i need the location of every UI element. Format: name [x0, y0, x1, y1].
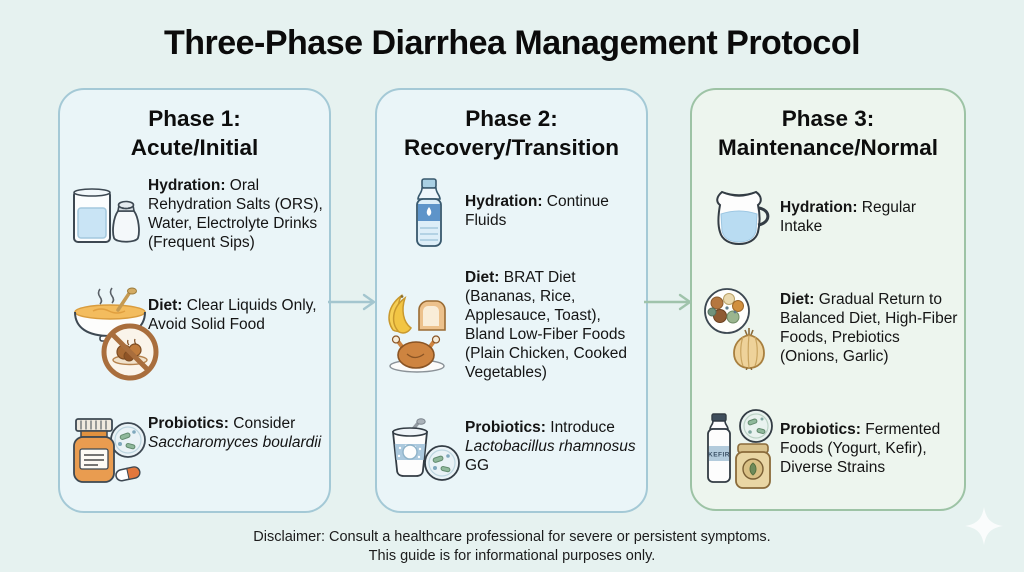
phase-3-title: Phase 3: Maintenance/Normal — [692, 104, 964, 162]
phase-3-diet-section: Diet: Gradual Return to Balanced Diet, H… — [700, 282, 958, 375]
hydration-label: Hydration: — [148, 177, 226, 194]
diet-label: Diet: — [780, 291, 815, 308]
water-glass-icon — [73, 188, 140, 243]
phase-1-probiotics-section: Probiotics: Consider Saccharomyces boula… — [68, 408, 326, 491]
probiotics-label: Probiotics: — [148, 415, 229, 432]
ferment-jar-icon — [735, 443, 771, 489]
probiotics-label: Probiotics: — [780, 421, 861, 438]
toast-icon — [418, 300, 446, 331]
phase-3-probiotics-icons: KEFIR — [700, 406, 774, 495]
phase-1-hydration-icons — [68, 176, 142, 253]
phase-2-diet-section: Diet: BRAT Diet (Bananas, Rice, Applesau… — [385, 262, 643, 382]
disclaimer-line2: This guide is for informational purposes… — [368, 547, 656, 564]
phase-3-title-line1: Phase 3: — [781, 106, 875, 131]
yogurt-cup-icon — [392, 418, 460, 481]
disclaimer: Disclaimer: Consult a healthcare profess… — [0, 528, 1024, 565]
arrow-right-icon — [328, 293, 376, 311]
water-pitcher-icon — [716, 190, 770, 246]
bananas-icon — [388, 293, 412, 334]
phase-2-hydration-text: Hydration: Continue Fluids — [465, 193, 609, 229]
fermented-foods-icon: KEFIR — [707, 409, 773, 489]
phase-2-hydration-icons — [385, 176, 459, 253]
phase-1-title-line2: Acute/Initial — [130, 135, 259, 160]
phase-3-hydration-icons — [700, 182, 774, 253]
capsule-icon — [115, 466, 141, 482]
no-solid-food-icon — [101, 323, 159, 381]
salt-shaker-icon — [112, 200, 140, 243]
phase-2-hydration-section: Hydration: Continue Fluids — [385, 176, 643, 253]
phase-1-probiotics-icons — [68, 408, 146, 491]
phase-1-card: Phase 1: Acute/Initial Hydration: Oral R… — [58, 88, 331, 513]
hydration-label: Hydration: — [465, 193, 543, 210]
phase-2-probiotics-icons — [385, 410, 460, 487]
petri-dish-icon — [739, 409, 773, 443]
phase-2-diet-icons — [385, 262, 459, 379]
phase-3-probiotics-text: Probiotics: Fermented Foods (Yogurt, Kef… — [780, 421, 941, 476]
pill-bottle-icon — [73, 418, 146, 483]
phase-1-title: Phase 1: Acute/Initial — [60, 104, 329, 162]
phase-1-diet-text: Diet: Clear Liquids Only, Avoid Solid Fo… — [148, 297, 317, 333]
food-bowl-icon — [704, 288, 765, 372]
phase-1-title-line1: Phase 1: — [148, 106, 241, 131]
brat-foods-icon — [388, 293, 446, 373]
diet-label: Diet: — [148, 297, 183, 314]
phase-2-probiotics-section: Probiotics: Introduce Lactobacillus rham… — [385, 410, 643, 487]
phase-3-diet-icons — [700, 282, 774, 375]
petri-dish-icon — [424, 445, 460, 481]
phase-2-probiotics-text: Probiotics: Introduce Lactobacillus rham… — [465, 419, 636, 474]
page-title: Three-Phase Diarrhea Management Protocol — [163, 24, 861, 62]
phase-2-diet-text: Diet: BRAT Diet (Bananas, Rice, Applesau… — [465, 269, 627, 381]
phase-1-probiotics-text: Probiotics: Consider Saccharomyces boula… — [148, 415, 322, 451]
phase-1-hydration-section: Hydration: Oral Rehydration Salts (ORS),… — [68, 176, 326, 253]
phase-2-title: Phase 2: Recovery/Transition — [377, 104, 646, 162]
disclaimer-line1: Disclaimer: Consult a healthcare profess… — [253, 529, 771, 545]
onion-icon — [733, 328, 765, 372]
phase-3-title-line2: Maintenance/Normal — [717, 135, 939, 160]
phase-1-diet-section: Diet: Clear Liquids Only, Avoid Solid Fo… — [68, 282, 326, 390]
petri-dish-icon — [110, 422, 146, 458]
diet-label: Diet: — [465, 269, 500, 286]
phase-3-hydration-section: Hydration: Regular Intake — [700, 182, 958, 253]
phase-3-probiotics-section: KEFIR Probiotics: Fermented Foods (Yogur… — [700, 406, 958, 495]
roast-chicken-icon — [389, 335, 445, 373]
phase-2-title-line1: Phase 2: — [465, 106, 558, 131]
phase-3-hydration-text: Hydration: Regular Intake — [780, 199, 917, 235]
phase-3-card: Phase 3: Maintenance/Normal Hydration: R… — [690, 88, 966, 511]
probiotics-label: Probiotics: — [465, 419, 546, 436]
phase-1-diet-icons — [68, 282, 159, 390]
water-bottle-icon — [416, 178, 442, 247]
phase-3-diet-text: Diet: Gradual Return to Balanced Diet, H… — [780, 291, 958, 365]
sparkle-icon — [965, 507, 1003, 545]
kefir-label: KEFIR — [708, 452, 730, 459]
arrow-right-icon — [644, 293, 692, 311]
kefir-bottle-icon: KEFIR — [707, 413, 731, 483]
phase-2-card: Phase 2: Recovery/Transition Hydration: … — [375, 88, 648, 513]
phase-2-title-line2: Recovery/Transition — [403, 135, 620, 160]
phase-1-hydration-text: Hydration: Oral Rehydration Salts (ORS),… — [148, 177, 323, 251]
hydration-label: Hydration: — [780, 199, 858, 216]
